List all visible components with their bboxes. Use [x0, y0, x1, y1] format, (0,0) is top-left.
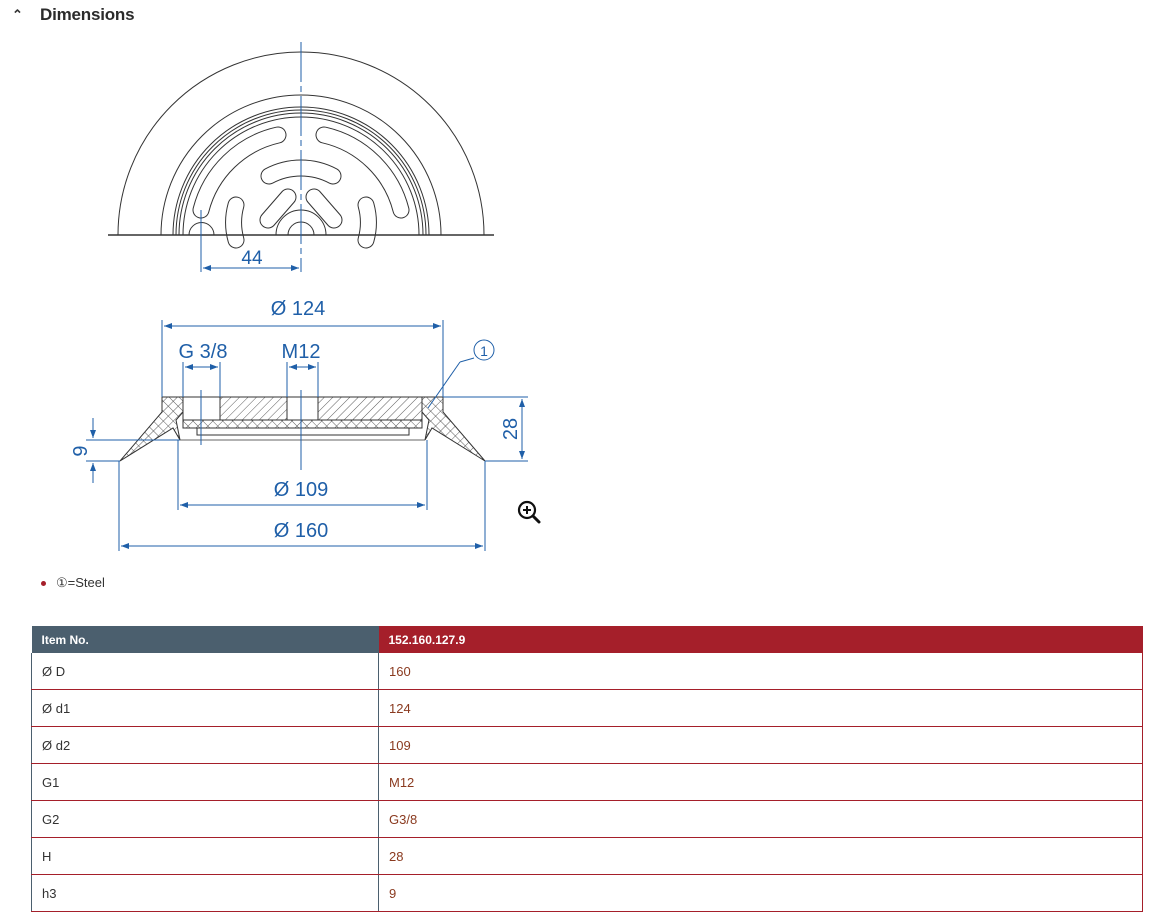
header-label: Item No.	[31, 626, 379, 653]
row-value: 109	[378, 726, 1143, 764]
dim-44: 44	[241, 248, 263, 269]
section-title: Dimensions	[40, 5, 135, 24]
table-header-row: Item No. 152.160.127.9	[31, 626, 1143, 653]
dim-d160: Ø 160	[274, 520, 328, 542]
bullet-icon	[41, 580, 46, 586]
row-value: 160	[378, 653, 1143, 690]
zoom-in-icon[interactable]	[516, 499, 542, 525]
dim-d109: Ø 109	[274, 479, 328, 501]
row-label: h3	[31, 874, 379, 912]
row-value: 124	[378, 689, 1143, 727]
dim-g38: G 3/8	[179, 341, 228, 363]
row-label: H	[31, 837, 379, 875]
top-view-axes	[200, 42, 302, 272]
row-label: G1	[31, 763, 379, 801]
side-view	[119, 396, 486, 462]
dim-h9: 9	[70, 445, 92, 456]
side-view-dimensions	[86, 320, 528, 551]
note-text: ①=Steel	[56, 575, 105, 590]
dimension-drawing: 44	[70, 42, 528, 551]
row-value: M12	[378, 763, 1143, 801]
section-header[interactable]: ⌃ Dimensions	[12, 5, 135, 25]
row-label: Ø D	[31, 653, 379, 690]
row-label: G2	[31, 800, 379, 838]
row-label: Ø d2	[31, 726, 379, 764]
row-label: Ø d1	[31, 689, 379, 727]
chevron-up-icon[interactable]: ⌃	[12, 7, 23, 22]
row-value: 9	[378, 874, 1143, 912]
dim-d124: Ø 124	[271, 298, 325, 320]
header-item-number: 152.160.127.9	[378, 626, 1143, 653]
row-value: G3/8	[378, 800, 1143, 838]
dim-m12: M12	[282, 341, 321, 363]
note-item: ①=Steel	[41, 575, 105, 591]
row-value: 28	[378, 837, 1143, 875]
balloon-1: 1	[480, 343, 488, 359]
dim-h28: 28	[500, 418, 522, 440]
